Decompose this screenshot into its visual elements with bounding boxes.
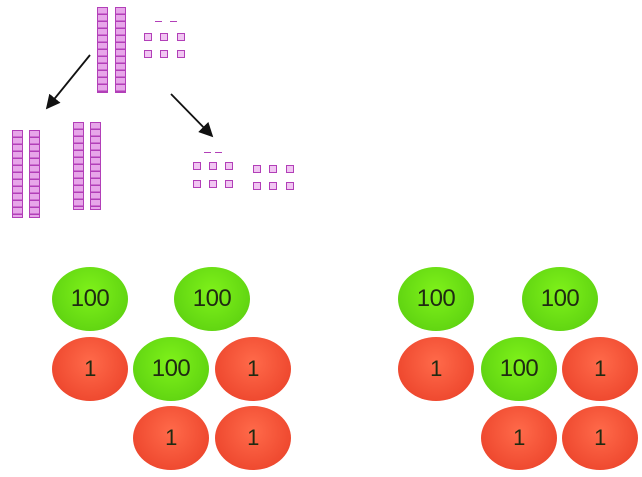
unit-cube [177, 50, 185, 58]
rod-block [115, 7, 126, 93]
unit-cube [160, 50, 168, 58]
unit-cube [177, 33, 185, 41]
unit-cube [144, 50, 152, 58]
disc-label: 100 [151, 355, 191, 382]
disc-label: 100 [192, 285, 232, 312]
unit-cube [286, 165, 294, 173]
disc-label: 1 [84, 356, 96, 381]
unit-cube [225, 162, 233, 170]
one-disc: 1 [398, 337, 474, 401]
dash-mark [204, 152, 211, 153]
disc-label: 1 [165, 425, 177, 450]
unit-cube [144, 33, 152, 41]
arrow-left [45, 54, 91, 110]
unit-cube [253, 165, 261, 173]
unit-cube [193, 180, 201, 188]
disc-label: 1 [430, 356, 442, 381]
one-disc: 1 [133, 406, 209, 470]
one-disc: 1 [215, 406, 291, 470]
unit-cube [225, 180, 233, 188]
hundred-disc: 100 [522, 267, 598, 331]
rod-block [12, 130, 23, 218]
unit-cube [269, 165, 277, 173]
hundred-disc: 100 [133, 337, 209, 401]
dash-mark [215, 152, 222, 153]
disc-label: 1 [594, 356, 606, 381]
disc-label: 100 [540, 285, 580, 312]
unit-cube [253, 182, 261, 190]
disc-label: 1 [247, 356, 259, 381]
dash-mark [170, 21, 177, 22]
rod-block [90, 122, 101, 210]
hundred-disc: 100 [398, 267, 474, 331]
one-disc: 1 [52, 337, 128, 401]
one-disc: 1 [562, 337, 638, 401]
rod-block [73, 122, 84, 210]
unit-cube [209, 162, 217, 170]
rod-block [29, 130, 40, 218]
arrow-right [170, 93, 214, 138]
hundred-disc: 100 [52, 267, 128, 331]
unit-cube [160, 33, 168, 41]
disc-label: 1 [594, 425, 606, 450]
disc-label: 100 [70, 285, 110, 312]
unit-cube [193, 162, 201, 170]
rod-block [97, 7, 108, 93]
unit-cube [209, 180, 217, 188]
one-disc: 1 [481, 406, 557, 470]
disc-label: 100 [416, 285, 456, 312]
disc-label: 1 [513, 425, 525, 450]
disc-label: 1 [247, 425, 259, 450]
unit-cube [269, 182, 277, 190]
one-disc: 1 [215, 337, 291, 401]
hundred-disc: 100 [481, 337, 557, 401]
disc-label: 100 [499, 355, 539, 382]
hundred-disc: 100 [174, 267, 250, 331]
one-disc: 1 [562, 406, 638, 470]
unit-cube [286, 182, 294, 190]
dash-mark [155, 21, 162, 22]
